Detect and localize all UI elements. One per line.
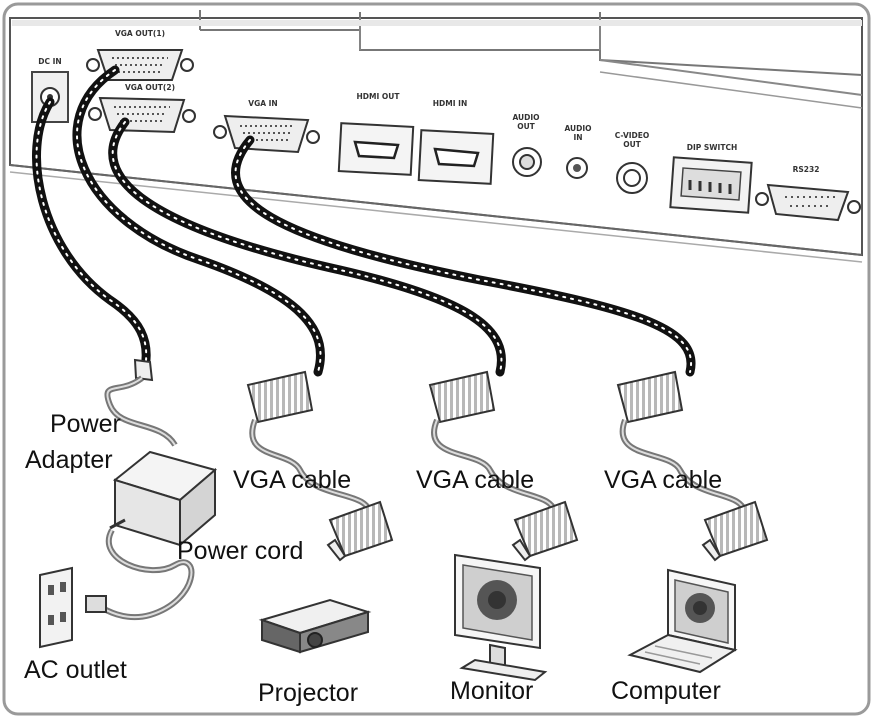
audio-in-label-2: IN (573, 133, 582, 142)
cvideo-out-label-2: OUT (623, 140, 641, 149)
projector-label: Projector (258, 679, 359, 707)
computer-label: Computer (611, 677, 721, 705)
monitor-label: Monitor (450, 677, 534, 705)
cables (32, 65, 696, 377)
computer (627, 568, 738, 674)
dip-switch-label: DIP SWITCH (687, 143, 738, 152)
power-cord-label: Power cord (177, 537, 304, 565)
vga-in-cable (231, 135, 696, 377)
audio-in-label-1: AUDIO (564, 124, 591, 133)
ac-outlet-label: AC outlet (24, 656, 127, 684)
projector (258, 598, 372, 654)
vga-in-label: VGA IN (248, 99, 277, 108)
power-adapter-label-line1: Power (50, 410, 121, 438)
hdmi-out-label: HDMI OUT (357, 92, 401, 101)
monitor (454, 553, 548, 682)
audio-out-label-2: OUT (517, 122, 535, 131)
rs232-port (755, 183, 861, 222)
vga-out-1-port (86, 49, 194, 81)
cvideo-out-port (616, 162, 648, 194)
vga-cable-label-3: VGA cable (604, 466, 723, 494)
vga-cable-label-2: VGA cable (416, 466, 535, 494)
power-cord (85, 528, 195, 621)
vga-out-2-cable (108, 117, 506, 377)
dc-in-label: DC IN (38, 57, 61, 66)
vga-out-1-cable (72, 65, 325, 377)
vga-out-1-label: VGA OUT(1) (115, 29, 165, 38)
vga-out-2-label: VGA OUT(2) (125, 83, 175, 92)
audio-out-label-1: AUDIO (512, 113, 539, 122)
hdmi-in-port (417, 129, 495, 185)
power-adapter-plug (104, 358, 178, 447)
hdmi-out-port (337, 122, 415, 176)
dc-in-port (31, 71, 69, 123)
vga-cable-label-1: VGA cable (233, 466, 352, 494)
rs232-label: RS232 (793, 165, 820, 174)
power-adapter (109, 450, 218, 548)
power-adapter-label-line2: Adapter (25, 446, 113, 474)
audio-in-port (566, 157, 588, 179)
hdmi-in-label: HDMI IN (433, 99, 467, 108)
vga-cable-3 (616, 370, 769, 562)
ac-outlet (39, 566, 73, 649)
power-cable (32, 97, 151, 373)
audio-out-port (512, 147, 542, 177)
dip-switch (669, 156, 753, 214)
vga-cable-1 (246, 370, 394, 562)
cvideo-out-label-1: C-VIDEO (615, 131, 650, 140)
vga-cable-2 (428, 370, 579, 562)
